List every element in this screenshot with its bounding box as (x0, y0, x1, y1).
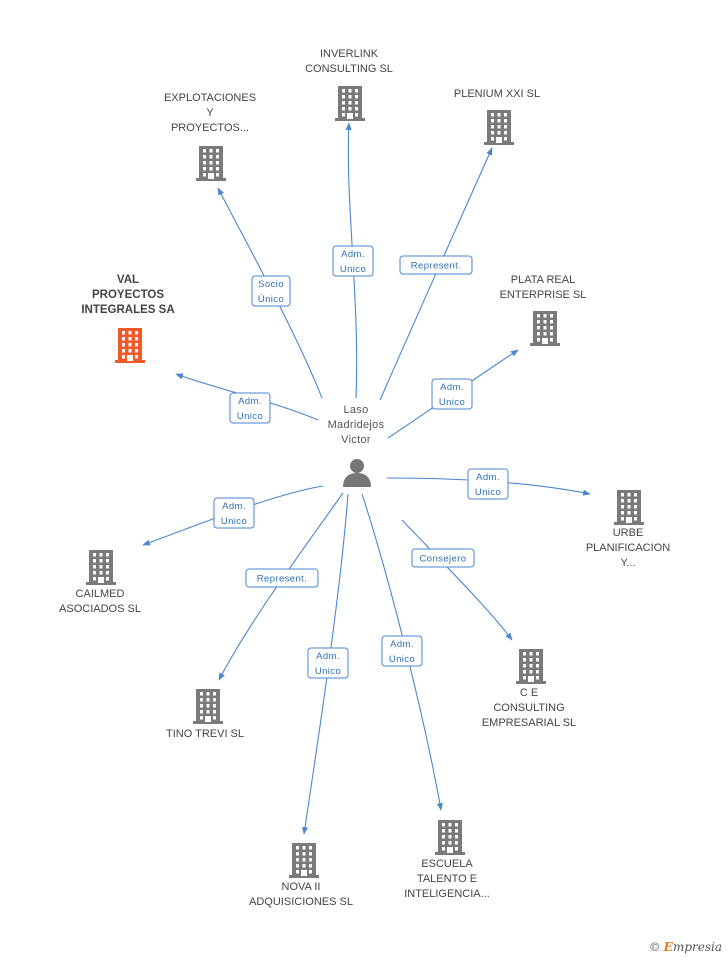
relation-label: Unico (315, 666, 341, 677)
building-icon[interactable] (335, 86, 365, 121)
building-icon[interactable] (530, 311, 560, 346)
relation-badge-urbe[interactable]: Adm. Unico (467, 468, 509, 500)
company-node-tino[interactable]: TINO TREVI SL (166, 689, 244, 740)
person-icon[interactable] (343, 459, 371, 487)
company-node-plenium[interactable]: PLENIUM XXI SL (454, 88, 540, 145)
company-node-inverlink[interactable]: INVERLINK CONSULTING SL (305, 48, 393, 121)
relation-badge-escuela[interactable]: Adm. Unico (381, 635, 423, 667)
edge-to-ce (401, 519, 513, 641)
brand-initial: E (663, 940, 673, 954)
relation-label: Represent. (257, 574, 307, 585)
relation-label: Unico (389, 654, 415, 665)
company-label-urbe[interactable]: Y... (620, 557, 635, 569)
company-label-escuela[interactable]: ESCUELA (421, 858, 473, 870)
company-label-plata[interactable]: ENTERPRISE SL (500, 289, 587, 301)
relation-badge-tino[interactable]: Represent. (245, 568, 319, 588)
building-icon[interactable] (86, 550, 116, 585)
relation-label: Unico (221, 516, 247, 527)
company-label-plata[interactable]: PLATA REAL (511, 274, 575, 286)
relation-label: Unico (475, 487, 501, 498)
relation-label: Unico (340, 264, 366, 275)
person-name[interactable]: Laso (343, 404, 368, 416)
company-label-inverlink[interactable]: CONSULTING SL (305, 63, 393, 75)
company-label-ce[interactable]: CONSULTING (493, 702, 564, 714)
company-label-nova[interactable]: NOVA II (282, 881, 321, 893)
relation-badge-inverlink[interactable]: Adm. Unico (332, 245, 374, 277)
company-node-cailmed[interactable]: CAILMED ASOCIADOS SL (59, 550, 141, 615)
relation-label: Adm. (476, 472, 500, 483)
company-label-val[interactable]: INTEGRALES SA (81, 304, 174, 316)
company-label-explotaciones[interactable]: PROYECTOS... (171, 122, 249, 134)
company-label-cailmed[interactable]: CAILMED (76, 588, 125, 600)
company-label-tino[interactable]: TINO TREVI SL (166, 728, 244, 740)
relation-badge-val[interactable]: Adm. Unico (229, 392, 271, 424)
relation-label: Adm. (238, 396, 262, 407)
company-label-escuela[interactable]: INTELIGENCIA... (404, 888, 490, 900)
relation-label: Adm. (390, 639, 414, 650)
company-label-nova[interactable]: ADQUISICIONES SL (249, 896, 353, 908)
building-icon[interactable] (516, 649, 546, 684)
relation-badge-ce[interactable]: Consejero (411, 548, 475, 568)
relation-label: Adm. (341, 249, 365, 260)
company-node-escuela[interactable]: ESCUELA TALENTO E INTELIGENCIA... (404, 820, 490, 900)
relation-label: Consejero (420, 554, 467, 565)
company-label-val[interactable]: PROYECTOS (92, 289, 164, 301)
company-label-explotaciones[interactable]: EXPLOTACIONES (164, 92, 256, 104)
company-label-urbe[interactable]: URBE (613, 527, 644, 539)
company-label-inverlink[interactable]: INVERLINK (320, 48, 379, 60)
brand-logo[interactable]: ©Empresia (649, 940, 722, 954)
company-node-ce[interactable]: C E CONSULTING EMPRESARIAL SL (482, 649, 576, 729)
building-icon[interactable] (289, 843, 319, 878)
company-node-nova[interactable]: NOVA II ADQUISICIONES SL (249, 843, 353, 908)
building-icon[interactable] (193, 689, 223, 724)
copyright-icon: © (648, 940, 661, 954)
building-icon[interactable] (115, 328, 145, 363)
company-label-ce[interactable]: EMPRESARIAL SL (482, 717, 576, 729)
brand-name: mpresia (672, 940, 722, 954)
building-icon[interactable] (196, 146, 226, 181)
building-icon[interactable] (435, 820, 465, 855)
company-node-plata[interactable]: PLATA REAL ENTERPRISE SL (500, 274, 587, 346)
company-node-urbe[interactable]: URBE PLANIFICACION Y... (586, 490, 670, 569)
company-label-cailmed[interactable]: ASOCIADOS SL (59, 603, 141, 615)
relation-label: Socio (258, 279, 284, 290)
relation-badge-plenium[interactable]: Represent. (399, 255, 473, 275)
relation-badge-plata[interactable]: Adm. Unico (431, 378, 473, 410)
person-name[interactable]: Victor (341, 434, 371, 446)
relation-badge-nova[interactable]: Adm. Unico (307, 647, 349, 679)
relation-label: Único (258, 294, 284, 305)
company-node-val[interactable]: VAL PROYECTOS INTEGRALES SA (81, 274, 175, 363)
company-label-val[interactable]: VAL (117, 274, 139, 286)
nodes-layer: EXPLOTACIONES Y PROYECTOS... INVERLINK CONSU… (59, 48, 670, 908)
relation-label: Unico (237, 411, 263, 422)
company-node-explotaciones[interactable]: EXPLOTACIONES Y PROYECTOS... (164, 92, 256, 181)
relation-label: Adm. (222, 501, 246, 512)
relation-label: Adm. (440, 382, 464, 393)
company-label-escuela[interactable]: TALENTO E (417, 873, 477, 885)
relation-badge-cailmed[interactable]: Adm. Unico (213, 497, 255, 529)
building-icon[interactable] (484, 110, 514, 145)
company-label-urbe[interactable]: PLANIFICACION (586, 542, 670, 554)
company-label-explotaciones[interactable]: Y (206, 107, 214, 119)
relation-label: Unico (439, 397, 465, 408)
person-name[interactable]: Madridejos (328, 419, 385, 431)
relation-label: Represent. (411, 261, 461, 272)
relation-label: Adm. (316, 651, 340, 662)
building-icon[interactable] (614, 490, 644, 525)
company-label-ce[interactable]: C E (520, 687, 538, 699)
company-label-plenium[interactable]: PLENIUM XXI SL (454, 88, 540, 100)
